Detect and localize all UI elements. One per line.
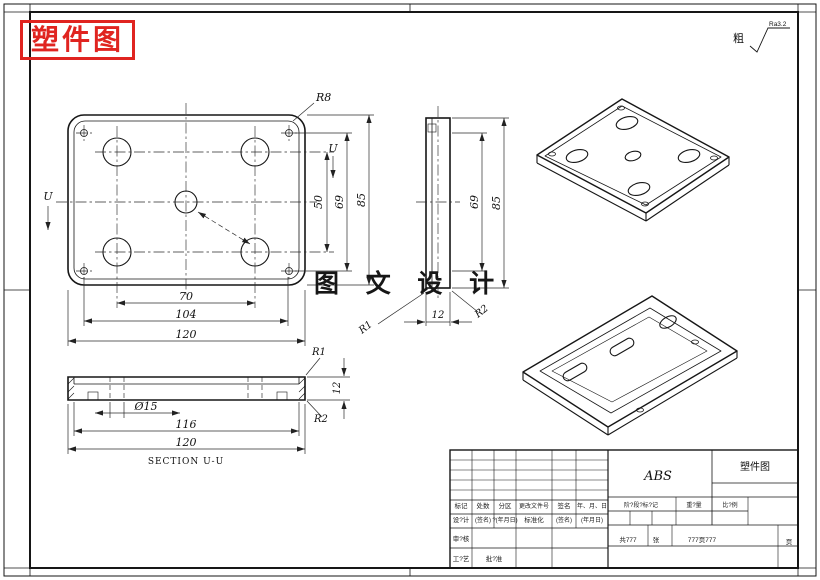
sheet-frame <box>3 3 817 577</box>
roughness-value: Ra3.2 <box>769 21 787 28</box>
section-radius-r1: R1 <box>311 347 326 358</box>
title-block: ABS 塑件图 标记 处数 分区 更改文件号 签名 年、月、日 设?计 (签名)… <box>449 449 799 569</box>
iso-bottom-view <box>522 295 738 436</box>
tb-row2-col5: (签名) <box>556 516 572 524</box>
material-label: ABS <box>643 469 672 484</box>
tb-row2-col6: (年月日) <box>581 516 603 524</box>
tb-process-label: 工?艺 <box>453 555 470 563</box>
centerlines <box>56 103 334 308</box>
tb-row2-col2: (签名) <box>475 516 491 524</box>
tb-review-label: 审?核 <box>453 534 470 543</box>
side-dim-69: 69 <box>468 195 481 209</box>
tb-scale-label: 比?例 <box>722 501 737 509</box>
tb-stage-label: 阶?段?标?记 <box>624 501 658 509</box>
section-radius-r2: R2 <box>313 414 328 425</box>
tb-sheets-total: 共777 <box>619 535 637 544</box>
roughness-note: 粗 Ra3.2 <box>733 21 790 53</box>
tb-approve-label: 批?准 <box>486 554 503 563</box>
iso-top-view <box>536 98 730 222</box>
dim-70: 70 <box>179 290 193 303</box>
section-dim-116: 116 <box>176 418 197 431</box>
red-title-stamp: 塑件图 <box>20 20 136 60</box>
tb-row1-col4: 更改文件号 <box>519 502 549 510</box>
drawing-title: 塑件图 <box>740 461 770 473</box>
section-dim-120: 120 <box>176 436 197 449</box>
dim-50: 50 <box>312 195 325 209</box>
section-mark-u-left: U <box>43 190 53 203</box>
section-mark-u-top: U <box>328 142 338 155</box>
roughness-prefix-label: 粗 <box>733 32 744 45</box>
tb-page-label: 页 <box>786 538 793 546</box>
watermark-text: 图 文 设 计 <box>314 269 504 298</box>
side-radius-r1: R1 <box>356 319 375 337</box>
side-view: 69 85 12 R1 R2 <box>356 106 509 337</box>
tb-row2-col4: 标准化 <box>524 515 544 524</box>
tb-sheets-mid: 777页777 <box>688 536 717 544</box>
radius-callout-r8: R8 <box>315 91 331 104</box>
tb-row2-col1: 设?计 <box>453 515 470 524</box>
tb-sheets-unit: 张 <box>653 535 660 544</box>
side-dim-85: 85 <box>490 196 503 210</box>
front-view-dimensions: 70 104 120 50 69 85 <box>67 114 374 346</box>
dim-104: 104 <box>176 308 197 321</box>
tb-row1-col3: 分区 <box>499 501 513 510</box>
side-radius-r2: R2 <box>472 303 491 321</box>
section-dim-d15: Ø15 <box>133 400 157 413</box>
dim-85: 85 <box>355 193 368 207</box>
side-dim-12: 12 <box>432 310 445 321</box>
section-view: Ø15 116 120 12 R1 R2 SECTION U-U <box>67 347 350 467</box>
tb-weight-label: 重?量 <box>686 501 701 509</box>
tb-row2-col3: ?(年月日) <box>492 516 517 524</box>
dim-120: 120 <box>176 328 197 341</box>
roughness-symbol-icon <box>749 27 790 53</box>
section-label: SECTION U-U <box>148 457 224 467</box>
tb-row1-col2: 处数 <box>477 501 491 510</box>
dim-69: 69 <box>333 195 346 209</box>
tb-row1-col6: 年、月、日 <box>577 502 607 510</box>
tb-row1-col1: 标记 <box>455 501 469 510</box>
front-view: U U R8 <box>43 91 338 308</box>
tb-row1-col5: 签名 <box>558 501 571 510</box>
section-direction-arrow <box>197 211 251 245</box>
section-dim-12: 12 <box>332 382 343 395</box>
